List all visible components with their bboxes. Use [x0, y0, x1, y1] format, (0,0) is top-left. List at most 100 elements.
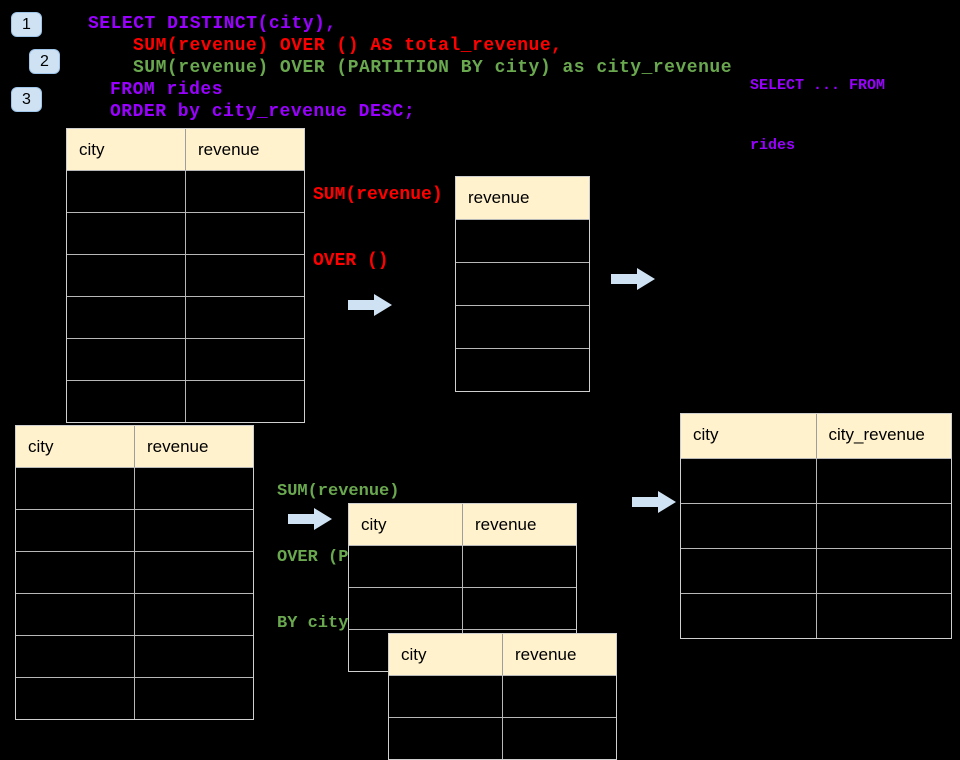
table-cell [681, 504, 817, 548]
sql-line-sum-over: SUM(revenue) OVER () AS total_revenue, [133, 36, 563, 56]
table-result-city-revenue: city city_revenue [680, 413, 952, 639]
table-row [349, 545, 576, 587]
table-row [16, 551, 253, 593]
table-row [681, 503, 951, 548]
column-header: city [681, 414, 817, 458]
table-cell [67, 339, 186, 380]
table-row [67, 170, 304, 212]
table-source-top: city revenue [66, 128, 305, 423]
table-row [681, 458, 951, 503]
table-header-row: city revenue [389, 634, 616, 675]
table-row [67, 212, 304, 254]
table-cell [463, 588, 576, 629]
column-header: city [67, 129, 186, 170]
table-cell [135, 678, 253, 719]
table-cell [186, 297, 304, 338]
column-header: revenue [468, 188, 530, 207]
table-cell [16, 636, 135, 677]
table-source-bottom: city revenue [15, 425, 254, 720]
table-row [456, 305, 589, 348]
table-row [456, 262, 589, 305]
table-cell [67, 297, 186, 338]
table-cell [681, 459, 817, 503]
table-cell [16, 552, 135, 593]
table-row [681, 593, 951, 638]
table-row [67, 338, 304, 380]
table-cell [16, 594, 135, 635]
table-cell [349, 588, 463, 629]
table-cell [681, 594, 817, 638]
side-note-line-2: rides [750, 137, 796, 154]
slide-canvas: { "badges": { "items": ["1", "2", "3"] }… [11, 12, 952, 760]
table-cell [456, 306, 589, 348]
flow-arrow-icon [632, 491, 676, 513]
table-cell [135, 468, 253, 509]
table-row [16, 467, 253, 509]
table-cell [186, 213, 304, 254]
table-row [349, 587, 576, 629]
sql-line-select: SELECT DISTINCT(city), [88, 14, 337, 34]
table-cell [135, 510, 253, 551]
table-cell [16, 510, 135, 551]
annotation-line: BY city) [277, 614, 359, 633]
table-header-row: revenue [456, 177, 589, 219]
table-row [681, 548, 951, 593]
column-header: revenue [475, 515, 537, 534]
table-row [67, 254, 304, 296]
table-cell [186, 171, 304, 212]
side-note-line-1: SELECT ... FROM [750, 77, 886, 94]
table-cell [67, 381, 186, 422]
table-cell [16, 678, 135, 719]
table-cell [503, 718, 616, 759]
step-badge-3: 3 [11, 87, 42, 112]
table-cell [463, 546, 576, 587]
table-cell [456, 263, 589, 305]
table-cell [817, 504, 952, 548]
table-cell [67, 213, 186, 254]
table-cell [681, 549, 817, 593]
table-header-row: city revenue [67, 129, 304, 170]
table-partition-b: city revenue [388, 633, 617, 760]
table-header-row: city revenue [349, 504, 576, 545]
table-cell [186, 255, 304, 296]
table-header-row: city revenue [16, 426, 253, 467]
table-cell [16, 468, 135, 509]
table-header-row: city city_revenue [681, 414, 951, 458]
table-row [389, 717, 616, 759]
table-cell [186, 381, 304, 422]
column-header: revenue [198, 140, 260, 159]
table-cell [349, 546, 463, 587]
table-row [456, 348, 589, 391]
annotation-line: OVER () [313, 251, 389, 271]
column-header: revenue [515, 645, 577, 664]
column-header: city [349, 504, 463, 545]
table-cell [135, 594, 253, 635]
table-row [67, 296, 304, 338]
table-cell [456, 220, 589, 262]
table-cell [135, 552, 253, 593]
table-cell [817, 549, 952, 593]
table-cell [186, 339, 304, 380]
sql-line-partition: SUM(revenue) OVER (PARTITION BY city) as… [133, 58, 732, 78]
sql-line-order-by: ORDER by city_revenue DESC; [110, 102, 416, 122]
table-cell [67, 171, 186, 212]
side-note-select-from-rides: SELECT ... FROM rides [750, 36, 885, 176]
table-row [16, 635, 253, 677]
column-header: revenue [147, 437, 209, 456]
step-badge-2: 2 [29, 49, 60, 74]
column-header: city_revenue [828, 425, 925, 444]
column-header: city [16, 426, 135, 467]
step-badge-1: 1 [11, 12, 42, 37]
table-cell [456, 349, 589, 391]
annotation-total-revenue: SUM(revenue) OVER () [313, 140, 443, 294]
table-cell [817, 594, 952, 638]
table-row [16, 677, 253, 719]
flow-arrow-icon [348, 294, 392, 316]
table-row [67, 380, 304, 422]
column-header: city [389, 634, 503, 675]
sql-line-from: FROM rides [110, 80, 224, 100]
table-row [456, 219, 589, 262]
table-cell [817, 459, 952, 503]
table-row [389, 675, 616, 717]
table-cell [389, 676, 503, 717]
